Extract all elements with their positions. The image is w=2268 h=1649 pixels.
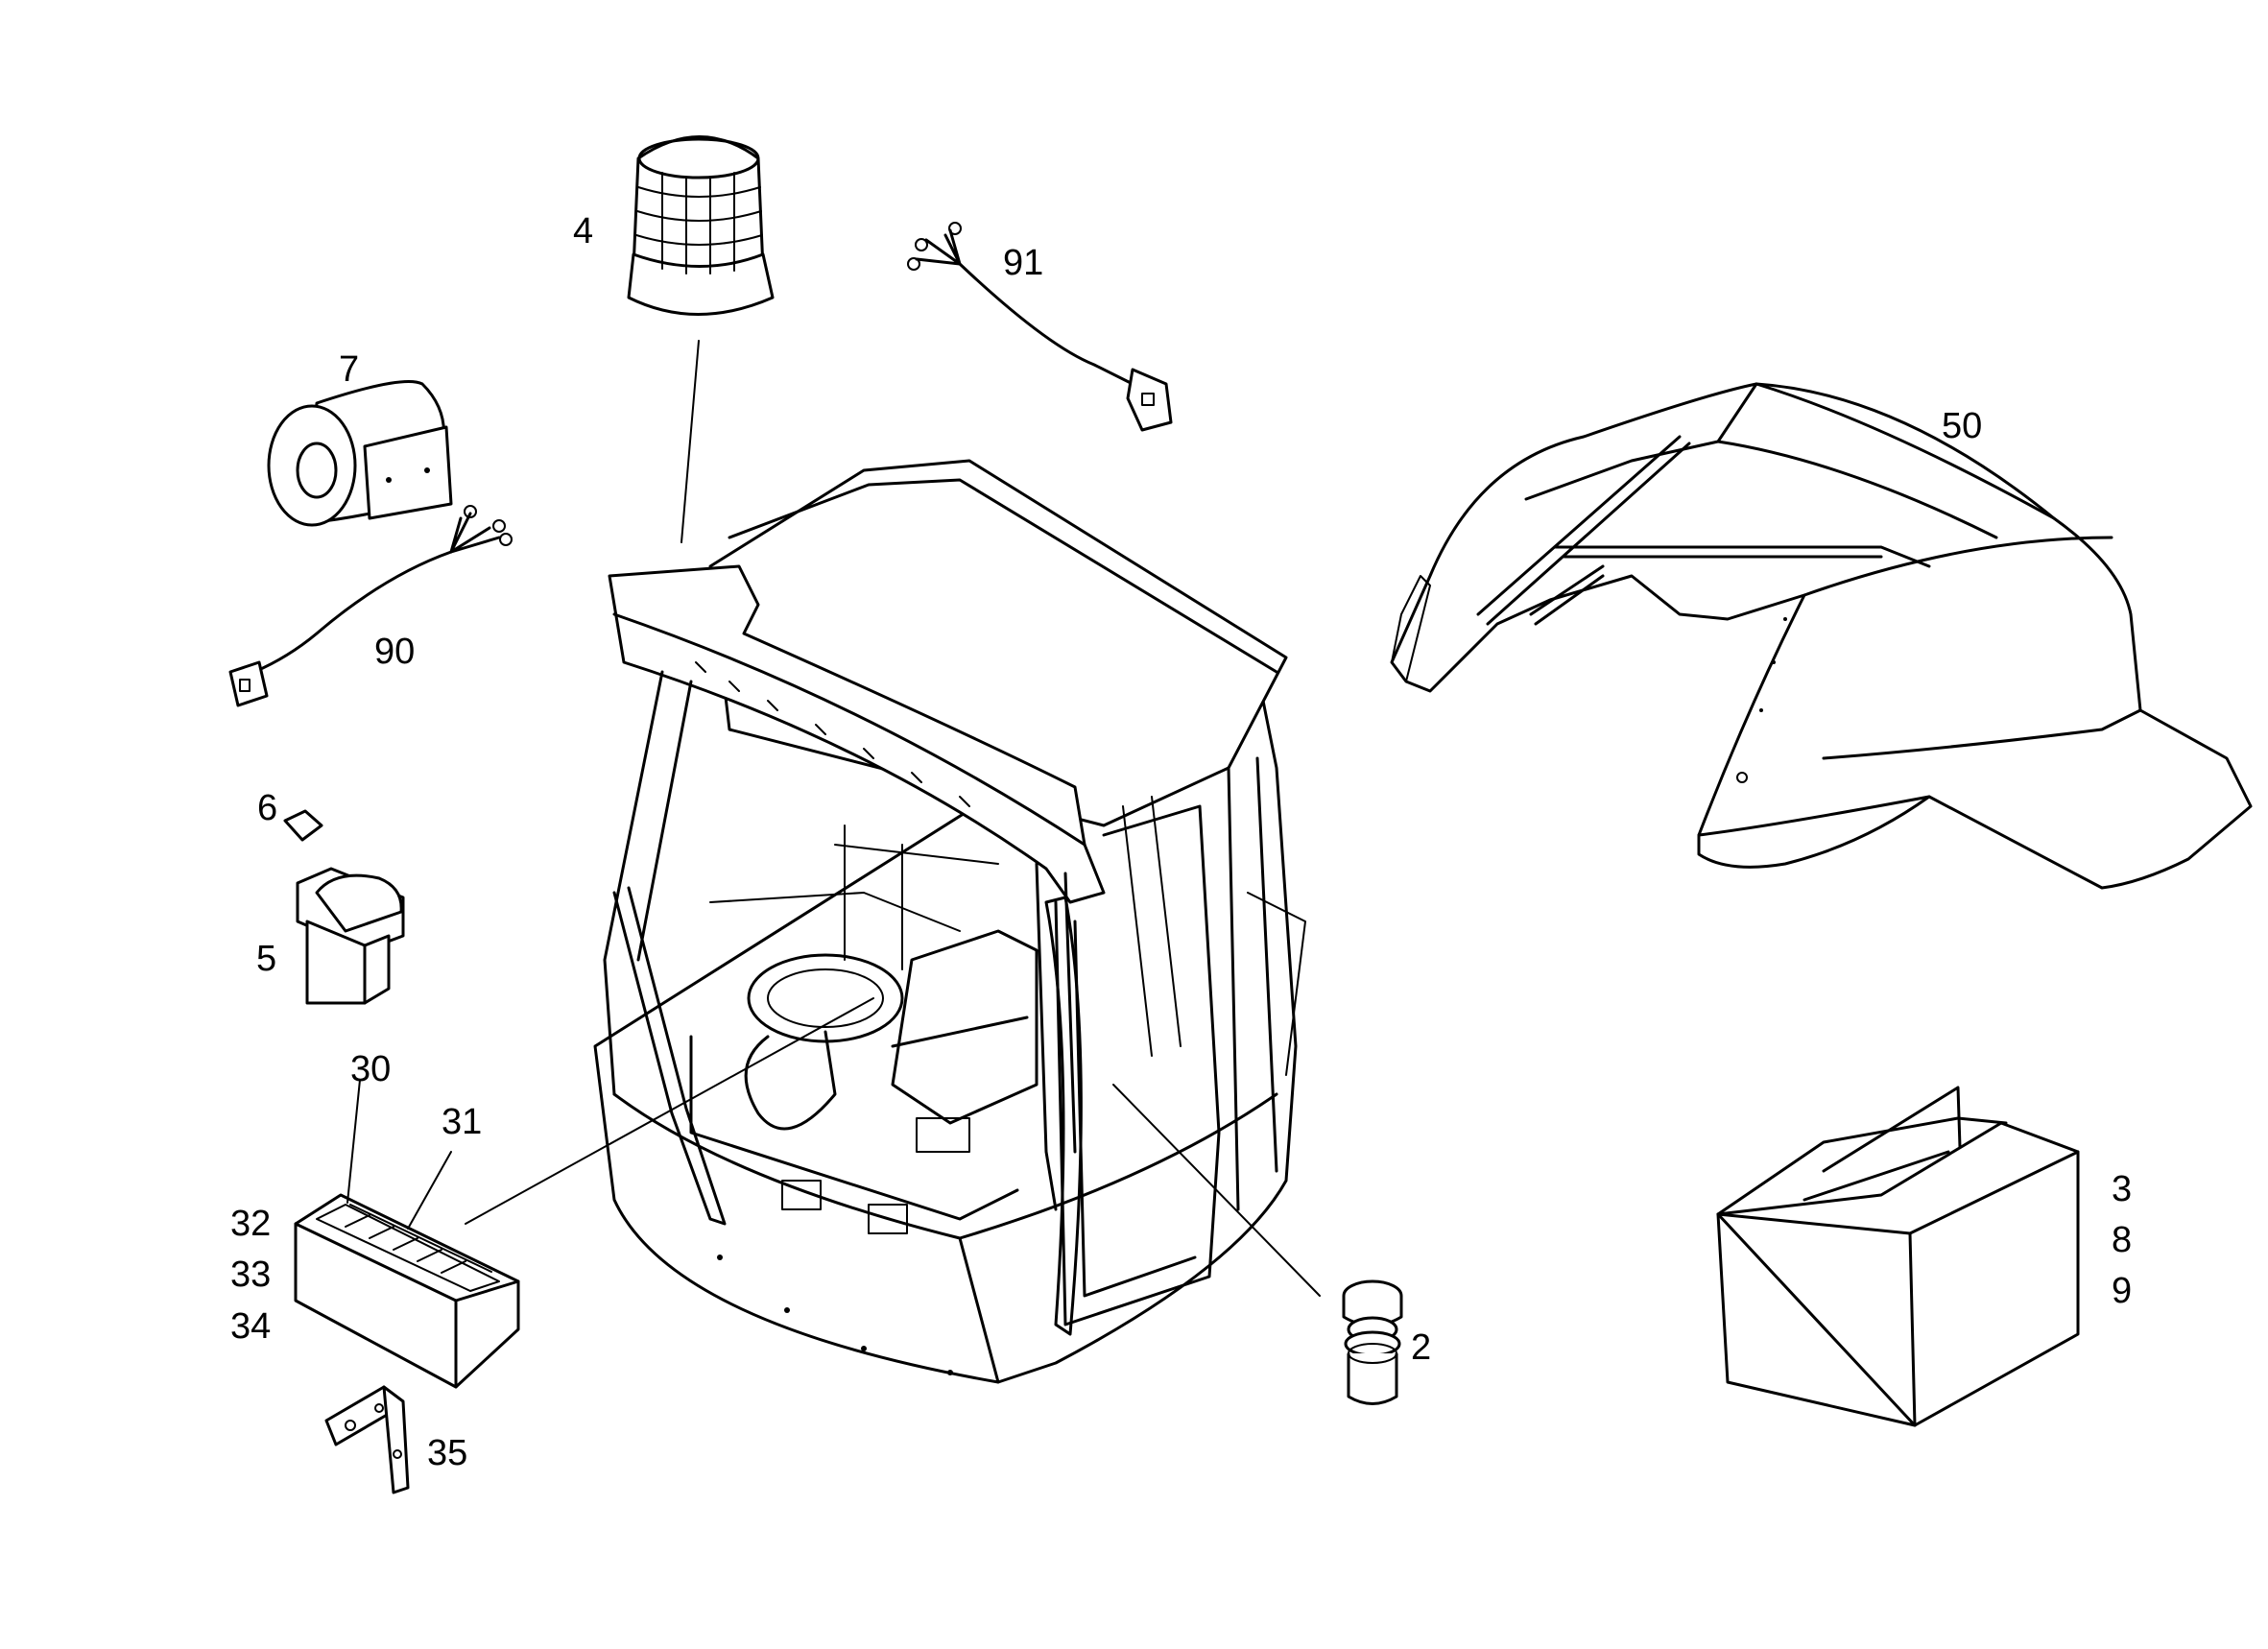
bracket-icon [324,1385,410,1494]
wire-harness-91-icon [907,222,1173,432]
label-30: 30 [350,1049,392,1089]
label-6: 6 [257,788,278,828]
engine-hood-icon [1390,382,2253,890]
label-35: 35 [427,1433,468,1473]
label-91: 91 [1003,243,1044,283]
label-2: 2 [1411,1327,1432,1368]
label-4: 4 [573,211,594,251]
beacon-icon [627,135,775,316]
label-9: 9 [2112,1271,2133,1311]
label-32: 32 [230,1204,272,1244]
label-34: 34 [230,1306,272,1347]
label-3: 3 [2112,1169,2133,1209]
label-7: 7 [339,349,360,390]
label-90: 90 [374,632,416,672]
label-5: 5 [256,939,277,979]
label-31: 31 [442,1102,483,1142]
horn-icon [267,380,453,527]
label-50: 50 [1942,406,1983,446]
cab-assembly [593,459,1306,1384]
fuse-box-icon [294,1193,520,1389]
rocker-switch-icon [296,867,405,1005]
socket-icon [1342,1279,1403,1405]
label-33: 33 [230,1255,272,1295]
kit-box-icon [1716,1086,2080,1427]
label-8: 8 [2112,1220,2133,1260]
wire-harness-90-icon [228,505,513,707]
switch-cap-icon [283,809,323,842]
